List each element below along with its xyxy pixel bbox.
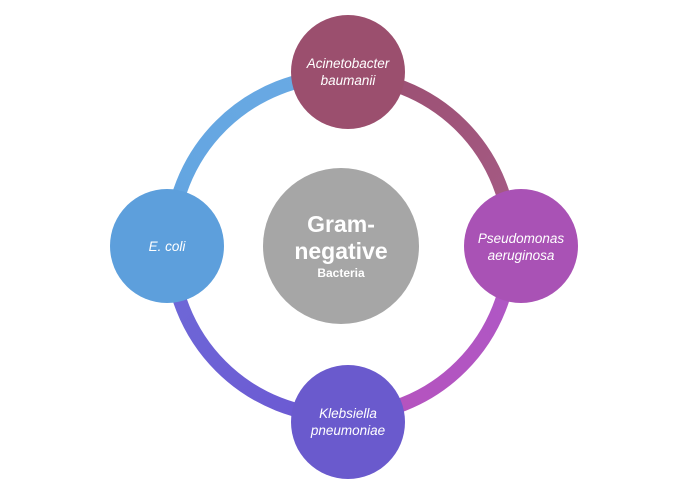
node-acinetobacter: Acinetobacter baumanii [291,15,405,129]
center-title-line2: negative [294,238,387,264]
node-top-label-line2: baumanii [321,73,377,88]
node-pseudomonas: Pseudomonas aeruginosa [464,189,578,303]
center-subtitle: Bacteria [317,266,365,280]
node-klebsiella: Klebsiella pneumoniae [291,365,405,479]
node-left-label: E. coli [149,239,187,254]
node-right-label-line2: aeruginosa [488,248,555,263]
center-node: Gram- negative Bacteria [263,168,419,324]
node-top-label-line1: Acinetobacter [306,56,390,71]
node-ecoli: E. coli [110,189,224,303]
node-circle-bottom [291,365,405,479]
node-bottom-label-line2: pneumoniae [310,423,385,438]
node-circle-top [291,15,405,129]
center-title-line1: Gram- [307,211,375,237]
node-right-label-line1: Pseudomonas [478,231,565,246]
node-circle-left [110,189,224,303]
node-circle-right [464,189,578,303]
node-bottom-label-line1: Klebsiella [319,406,377,421]
center-circle [263,168,419,324]
